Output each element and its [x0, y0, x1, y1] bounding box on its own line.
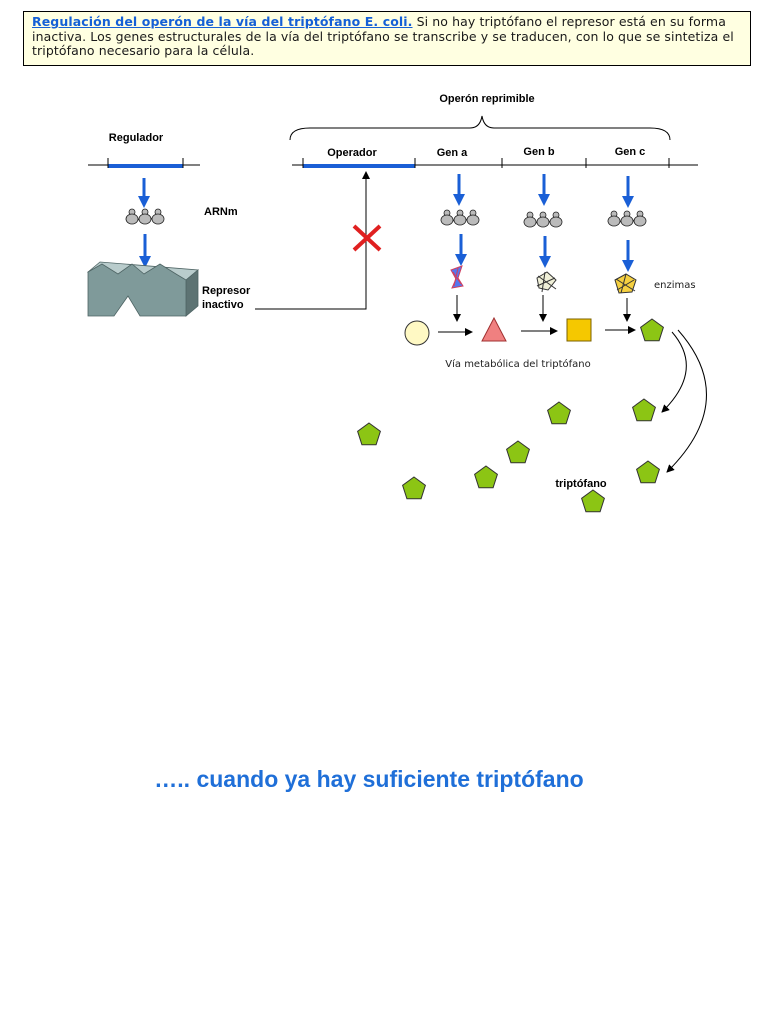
footer-heading: ….. cuando ya hay suficiente triptófano — [154, 766, 584, 792]
caption-box: Regulación del operón de la vía del trip… — [23, 11, 751, 66]
product-pentagon — [640, 318, 664, 342]
blocked-cross-icon — [352, 224, 382, 252]
operator-label: Operador — [327, 147, 377, 159]
product-arrow-lower — [666, 329, 707, 473]
enzyme-c-icon — [614, 273, 637, 294]
repressor-protein — [86, 261, 200, 317]
repressor-operator-arrow — [255, 171, 370, 310]
enzyme-b-icon — [536, 271, 557, 293]
operon-label: Operón reprimible — [439, 93, 534, 105]
gene-b-mrna — [523, 211, 563, 228]
enzymes-label: enzimas — [654, 280, 696, 291]
caption-text: Si no hay triptófano el represor está en… — [32, 14, 734, 58]
gene-a-label: Gen a — [437, 147, 468, 159]
regulator-label: Regulador — [109, 132, 164, 144]
gene-c-label: Gen c — [615, 146, 646, 158]
caption-link[interactable]: Regulación del operón de la vía del trip… — [32, 14, 413, 29]
repressor-label-line2: inactivo — [202, 299, 244, 311]
tryptophan-molecules — [357, 398, 660, 513]
gene-b-label: Gen b — [523, 146, 554, 158]
gene-a-mrna — [440, 209, 480, 226]
precursor-circle — [404, 320, 430, 346]
repressor-label-line1: Represor — [202, 285, 251, 297]
intermediate-square — [566, 318, 592, 342]
tryptophan-label: triptófano — [555, 478, 607, 490]
pathway-label: Vía metabólica del triptófano — [445, 358, 590, 370]
enzyme-a-icon — [450, 265, 464, 289]
mrna-label: ARNm — [204, 206, 238, 218]
intermediate-triangle — [481, 316, 507, 342]
regulator-mrna-ribosomes — [125, 208, 165, 225]
gene-c-mrna — [607, 210, 647, 227]
product-arrow-upper — [661, 331, 687, 413]
operon-brace — [289, 115, 671, 141]
